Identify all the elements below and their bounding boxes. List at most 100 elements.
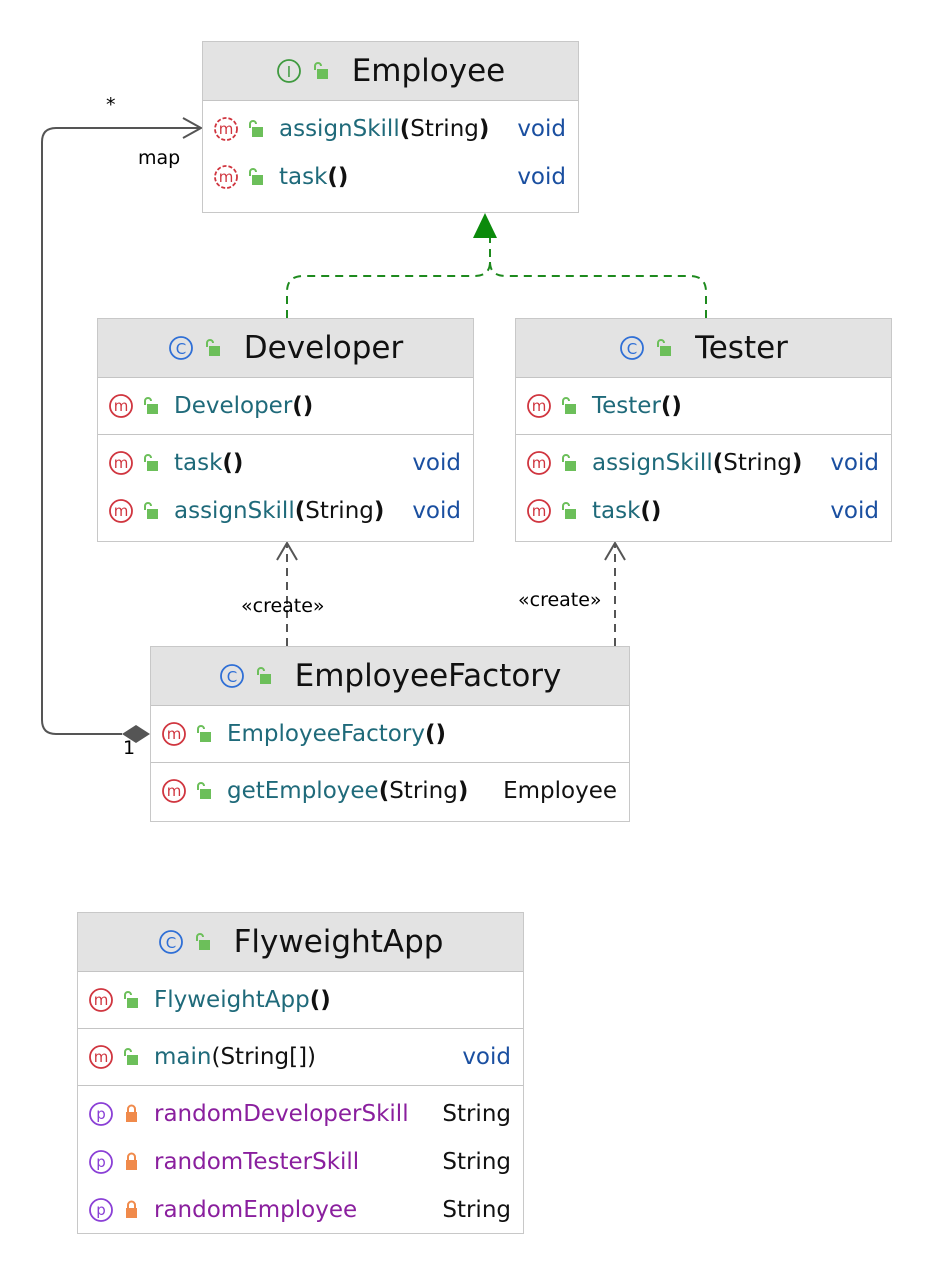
class-header-employee[interactable]: I Employee (203, 42, 578, 101)
icon-letter: m (114, 454, 129, 472)
properties-section: p randomDeveloperSkill String p randomTe… (78, 1085, 523, 1238)
icon-letter: C (176, 340, 186, 358)
map-role-label: map (138, 147, 181, 169)
public-lock-icon (657, 339, 672, 356)
method-args: String (389, 778, 458, 804)
method-row-task[interactable]: m task() void (203, 153, 578, 201)
method-icon: m (109, 499, 133, 523)
open-paren: ( (294, 498, 306, 524)
constructors-section: m EmployeeFactory() (151, 706, 629, 762)
public-lock-icon (144, 397, 158, 414)
method-row-task[interactable]: m task() void (98, 439, 473, 487)
realization-arrowhead (473, 213, 497, 238)
create-label-tester: «create» (518, 589, 602, 611)
private-lock-icon (126, 1200, 137, 1218)
class-name: Developer (243, 330, 404, 366)
method-icon: m (527, 451, 551, 475)
property-icon: p (89, 1102, 113, 1126)
constructor-name: FlyweightApp (154, 987, 310, 1013)
return-type: void (412, 450, 461, 476)
methods-section: m main(String[]) void (78, 1028, 523, 1085)
icon-letter: I (287, 63, 291, 81)
close-paren: ) (373, 498, 385, 524)
method-row-task[interactable]: m task() void (516, 487, 891, 535)
method-row-assignskill[interactable]: m assignSkill(String) void (98, 487, 473, 535)
composition-map-line (41, 127, 200, 735)
return-type: void (830, 498, 879, 524)
map-arrowhead (182, 117, 204, 139)
method-args: String (305, 498, 374, 524)
close-paren: ) (307, 1044, 317, 1070)
parens: () (660, 393, 682, 419)
constructor-row[interactable]: m Tester() (516, 382, 891, 430)
parens: () (292, 393, 314, 419)
method-icon: m (527, 394, 551, 418)
property-row[interactable]: p randomDeveloperSkill String (78, 1090, 523, 1138)
open-paren: ( (211, 1044, 221, 1070)
property-row[interactable]: p randomEmployee String (78, 1186, 523, 1234)
class-icon: C (620, 336, 644, 360)
abstract-method-icon: m (214, 165, 238, 189)
map-source-multiplicity: 1 (123, 737, 136, 759)
class-box-employeefactory[interactable]: C EmployeeFactory m EmployeeFactory() m … (150, 646, 630, 822)
parens: () (640, 498, 662, 524)
class-icon: C (219, 664, 244, 688)
class-box-flyweightapp[interactable]: C FlyweightApp m FlyweightApp() m main(S… (77, 912, 524, 1234)
public-lock-icon (205, 339, 220, 356)
method-row-getemployee[interactable]: m getEmployee(String) Employee (151, 767, 629, 815)
public-lock-icon (197, 725, 211, 742)
icon-letter: m (114, 502, 129, 520)
public-lock-icon (124, 1048, 138, 1065)
constructor-row[interactable]: m EmployeeFactory() (151, 710, 629, 758)
property-icon: p (89, 1198, 113, 1222)
icon-letter: m (219, 120, 234, 138)
open-paren: ( (399, 116, 411, 142)
method-row-main[interactable]: m main(String[]) void (78, 1033, 523, 1081)
methods-section: m task() void m assignSkill(String) void (98, 434, 473, 539)
property-name: randomDeveloperSkill (154, 1101, 409, 1127)
public-lock-icon (144, 502, 158, 519)
property-name: randomEmployee (154, 1197, 358, 1223)
public-lock-icon (249, 120, 263, 137)
method-row-assignskill[interactable]: m assignSkill(String) void (203, 105, 578, 153)
open-paren: ( (378, 778, 390, 804)
return-type: void (830, 450, 879, 476)
private-lock-icon (126, 1104, 137, 1122)
icon-letter: m (167, 725, 182, 743)
method-name: task (279, 164, 328, 190)
icon-letter: m (219, 168, 234, 186)
method-icon: m (162, 722, 186, 746)
class-header-flyweightapp[interactable]: C FlyweightApp (78, 913, 523, 972)
map-target-multiplicity: * (106, 94, 116, 116)
class-header-developer[interactable]: C Developer (98, 319, 473, 378)
method-args: String[] (220, 1044, 308, 1070)
public-lock-icon (197, 782, 211, 799)
constructor-name: Developer (174, 393, 293, 419)
public-lock-icon (195, 933, 210, 950)
method-name: assignSkill (592, 450, 713, 476)
class-header-employeefactory[interactable]: C EmployeeFactory (151, 647, 629, 706)
realization-tester-employee (489, 261, 707, 318)
realization-developer-employee (286, 232, 491, 318)
constructor-row[interactable]: m Developer() (98, 382, 473, 430)
method-args: String (723, 450, 792, 476)
method-row-assignskill[interactable]: m assignSkill(String) void (516, 439, 891, 487)
icon-letter: m (114, 397, 129, 415)
class-box-tester[interactable]: C Tester m Tester() m assignSkill(String… (515, 318, 892, 542)
method-name: task (174, 450, 223, 476)
icon-letter: m (167, 782, 182, 800)
return-type: Employee (503, 778, 617, 804)
icon-letter: p (96, 1105, 106, 1123)
class-box-employee[interactable]: I Employee m assignSkill(String) void m … (202, 41, 579, 213)
icon-letter: C (165, 934, 175, 952)
return-type: void (517, 164, 566, 190)
class-box-developer[interactable]: C Developer m Developer() m task() void … (97, 318, 474, 542)
method-name: assignSkill (174, 498, 295, 524)
constructor-row[interactable]: m FlyweightApp() (78, 976, 523, 1024)
property-row[interactable]: p randomTesterSkill String (78, 1138, 523, 1186)
parens: () (309, 987, 331, 1013)
class-header-tester[interactable]: C Tester (516, 319, 891, 378)
create-arrowhead-developer (276, 541, 298, 561)
private-lock-icon (126, 1152, 137, 1170)
icon-letter: m (94, 991, 109, 1009)
